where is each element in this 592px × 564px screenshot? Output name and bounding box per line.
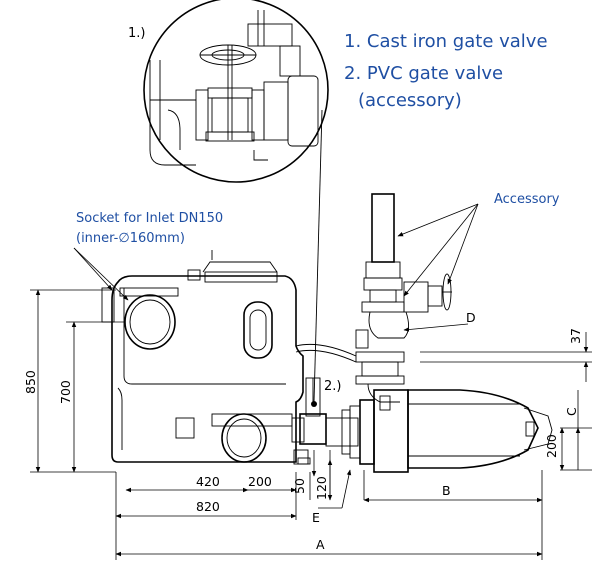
pvc-gate-valve	[291, 377, 327, 445]
dim-420: 420	[196, 474, 220, 489]
dim-letter-e: E	[312, 510, 320, 525]
note-accessory: (accessory)	[358, 90, 462, 111]
dim-700: 700	[58, 380, 73, 404]
accessory-leaders	[397, 203, 479, 297]
discharge-riser	[355, 193, 452, 403]
horizontal-dimensions	[115, 450, 543, 560]
connecting-hose	[295, 343, 357, 357]
dim-200-bottom: 200	[248, 474, 272, 489]
dim-letter-b: B	[442, 483, 451, 498]
pump-motor	[359, 389, 553, 473]
dim-850: 850	[23, 370, 38, 394]
socket-leaders	[73, 247, 129, 301]
dim-120: 120	[314, 476, 329, 500]
dim-letter-d: D	[466, 310, 476, 325]
dim-37: 37	[568, 328, 583, 344]
dim-200-right: 200	[544, 434, 559, 458]
accessory-callout: Accessory	[494, 192, 560, 207]
note-cast-iron-gate-valve: 1. Cast iron gate valve	[344, 31, 548, 52]
marker-2: 2.)	[324, 379, 341, 394]
d-leader	[403, 323, 469, 332]
socket-callout-line2: (inner-∅160mm)	[76, 231, 185, 246]
vertical-dimensions	[30, 289, 124, 473]
detail-circle-gate-valve	[143, 0, 329, 183]
outlet-pipe	[325, 405, 361, 459]
note-pvc-gate-valve: 2. PVC gate valve	[344, 63, 503, 84]
dim-820: 820	[196, 499, 220, 514]
lifting-tank-body	[101, 250, 311, 465]
dim-50: 50	[292, 478, 307, 494]
detail-leader-line	[313, 109, 323, 403]
socket-callout-line1: Socket for Inlet DN150	[76, 211, 223, 226]
leader-dot	[311, 401, 317, 407]
dim-letter-c: C	[564, 407, 579, 416]
detail-marker-1: 1.)	[128, 26, 145, 41]
dim-letter-a: A	[316, 537, 325, 552]
